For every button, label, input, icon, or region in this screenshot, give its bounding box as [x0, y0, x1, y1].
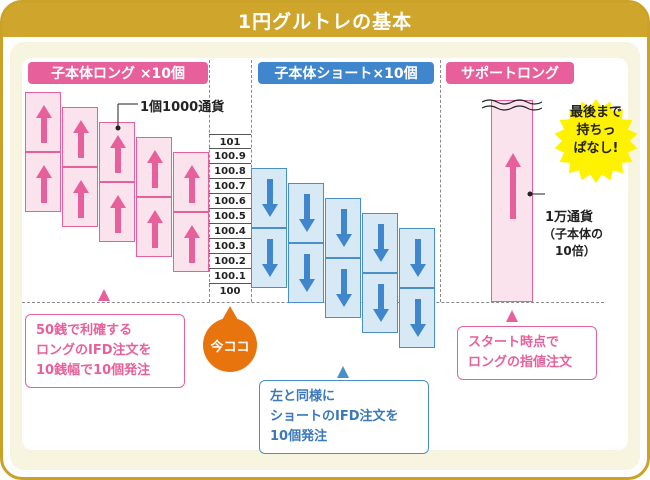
long-order-cell [99, 122, 135, 182]
price-tick: 100.8 [209, 164, 251, 179]
long-order-cell [136, 197, 172, 257]
up-arrow-icon [184, 225, 200, 263]
price-ladder: 101 100.9 100.8 100.7 100.6 100.5 100.4 … [209, 134, 251, 299]
divider-left [209, 60, 210, 302]
long-order-cell [62, 107, 98, 167]
current-pointer [222, 306, 238, 320]
up-arrow-icon [110, 135, 126, 173]
price-tick: 100 [219, 286, 241, 297]
up-arrow-icon [36, 105, 52, 143]
break-wave-icon [482, 99, 542, 111]
support-order-callout: スタート時点で ロングの指値注文 [457, 326, 597, 380]
price-tick: 100.4 [209, 224, 251, 239]
page-title: 1円グルトレの基本 [3, 3, 647, 37]
per-unit-label: 1個1000通貨 [140, 100, 225, 115]
up-arrow-icon [73, 180, 89, 218]
down-arrow-icon [262, 239, 278, 277]
down-arrow-icon [336, 269, 352, 307]
long-order-callout: 50銭で利確する ロングのIFD注文を 10銭幅で10個発注 [25, 314, 185, 388]
hold-note: 最後まで 持ちっ ぱなし! [569, 105, 622, 156]
long-order-cell [25, 92, 61, 152]
up-arrow-icon [110, 195, 126, 233]
short-order-cell [325, 258, 361, 318]
short-order-cell [325, 198, 361, 258]
price-tick: 101 [209, 134, 251, 149]
long-order-cell [99, 182, 135, 242]
short-order-cell [399, 288, 435, 348]
up-arrow-icon [147, 150, 163, 188]
price-tick: 100.2 [209, 254, 251, 269]
short-order-callout: 左と同様に ショートのIFD注文を 10個発注 [259, 380, 429, 454]
divider-right [440, 60, 441, 302]
short-order-cell [251, 168, 287, 228]
price-tick: 100.9 [209, 149, 251, 164]
short-order-cell [288, 183, 324, 243]
support-callout-pointer [506, 310, 518, 322]
long-order-cell [173, 152, 209, 212]
long-order-cell [173, 212, 209, 272]
price-tick: 100.7 [209, 179, 251, 194]
short-order-cell [251, 228, 287, 288]
starburst-shape [554, 99, 638, 183]
per-unit-leader [115, 103, 138, 131]
short-order-cell [362, 213, 398, 273]
short-order-cell [288, 243, 324, 303]
support-units-note: （子本体の [543, 227, 604, 241]
current-position-badge: 今ココ [203, 318, 257, 372]
up-arrow-icon [73, 120, 89, 158]
up-arrow-icon [505, 153, 521, 219]
price-tick: 100.5 [209, 209, 251, 224]
down-arrow-icon [299, 254, 315, 292]
down-arrow-icon [299, 194, 315, 232]
price-tick: 100.1 [209, 269, 251, 284]
down-arrow-icon [410, 299, 426, 337]
price-tick: 100.3 [209, 239, 251, 254]
support-leader [527, 191, 545, 197]
support-section-label: サポートロング [446, 62, 574, 84]
down-arrow-icon [336, 209, 352, 247]
up-arrow-icon [184, 165, 200, 203]
long-callout-pointer [98, 289, 110, 301]
down-arrow-icon [262, 179, 278, 217]
long-order-cell [25, 152, 61, 212]
price-tick: 100.6 [209, 194, 251, 209]
up-arrow-icon [147, 210, 163, 248]
support-units-label: 1万通貨 [545, 210, 594, 225]
short-section-label: 子本体ショート×10個 [258, 62, 434, 84]
long-order-cell [62, 167, 98, 227]
long-order-cell [136, 137, 172, 197]
down-arrow-icon [410, 239, 426, 277]
down-arrow-icon [373, 224, 389, 262]
support-units-ratio: 10倍） [555, 244, 596, 258]
up-arrow-icon [36, 165, 52, 203]
support-long-block [491, 100, 533, 302]
short-callout-pointer [337, 366, 349, 378]
short-order-cell [362, 273, 398, 333]
down-arrow-icon [373, 284, 389, 322]
short-order-cell [399, 228, 435, 288]
long-section-label: 子本体ロング ×10個 [28, 62, 208, 84]
